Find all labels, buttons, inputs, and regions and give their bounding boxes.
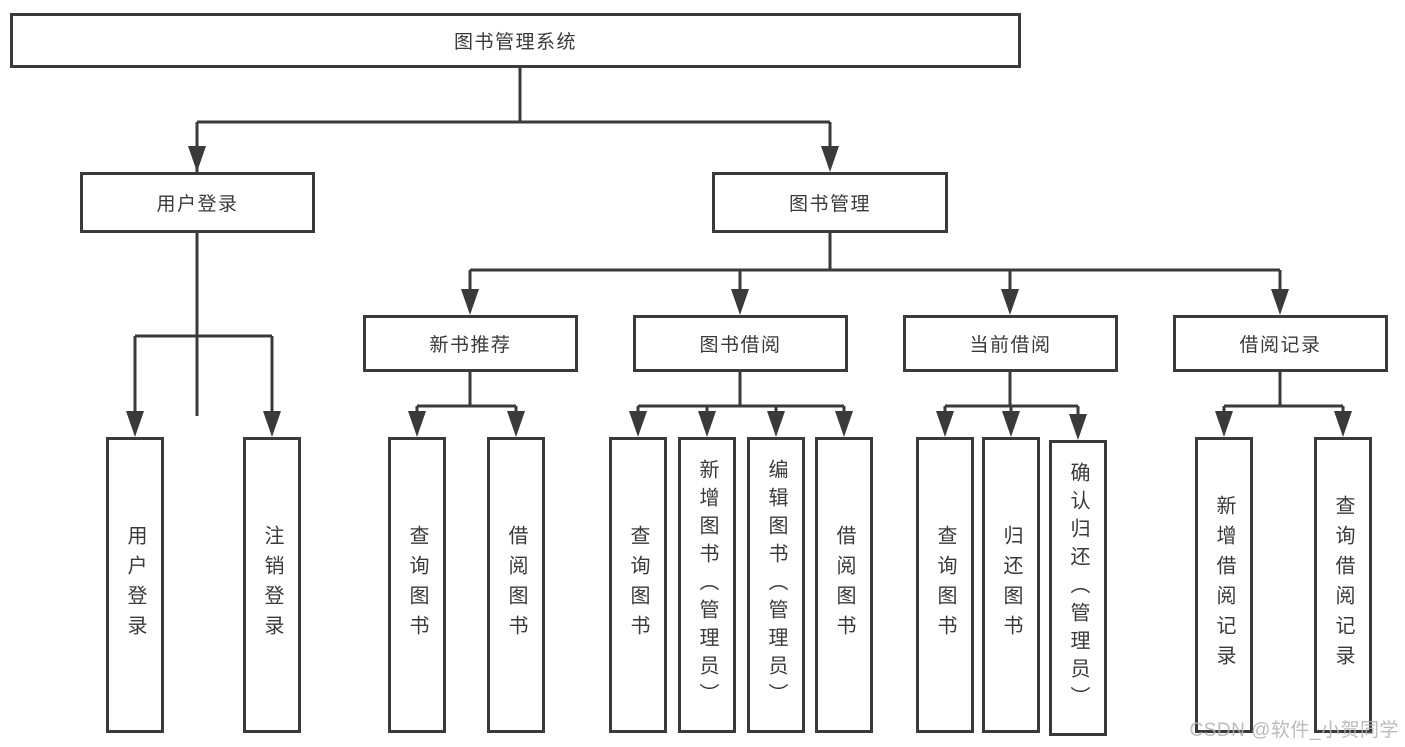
node-book-borrowing: 图书借阅 [633,315,848,372]
node-book-management: 图书管理 [712,172,948,233]
leaf-records-add-borrow-record: 新增借阅记录 [1195,437,1253,733]
node-label: 当前借阅 [969,335,1052,356]
arrowhead [507,411,525,437]
node-new-book-recommend: 新书推荐 [363,315,578,372]
leaf-user-login: 用户登录 [106,437,164,733]
arrowhead [936,411,954,437]
arrowhead [461,289,479,315]
arrowhead [188,146,206,172]
arrowhead [126,411,144,437]
arrowhead [629,411,647,437]
node-label: 新书推荐 [429,335,512,356]
leaf-borrowing-borrow-books: 借阅图书 [815,437,873,733]
node-label: 归还图书 [1000,525,1022,645]
leaf-current-query-books: 查询图书 [916,437,974,733]
node-label: 注销登录 [261,525,283,645]
arrowhead [408,411,426,437]
arrowhead [731,289,749,315]
leaf-current-return-books: 归还图书 [982,437,1040,733]
node-label: 用户登录 [156,194,239,215]
node-label: 借阅记录 [1239,335,1322,356]
node-label: 用户登录 [124,525,146,645]
node-label: 查询借阅记录 [1332,495,1354,675]
leaf-borrowing-add-book-admin: 新增图书（管理员） [678,437,736,733]
arrowhead [1334,411,1352,437]
arrowhead [1001,289,1019,315]
leaf-logout: 注销登录 [243,437,301,733]
node-borrowing-records: 借阅记录 [1173,315,1388,372]
connector-lines-2 [133,68,1345,416]
arrowheads [126,146,1352,440]
leaf-newbooks-borrow-books: 借阅图书 [487,437,545,733]
node-label: 编辑图书（管理员） [765,459,787,711]
arrowhead [835,411,853,437]
node-label: 借阅图书 [833,525,855,645]
arrowhead [767,411,785,437]
node-label: 查询图书 [406,525,428,645]
node-label: 借阅图书 [505,525,527,645]
arrowhead [698,411,716,437]
arrowhead [1002,411,1020,437]
leaf-newbooks-query-books: 查询图书 [388,437,446,733]
node-library-management-system: 图书管理系统 [10,13,1021,68]
node-current-borrowing: 当前借阅 [903,315,1118,372]
arrowhead [1271,289,1289,315]
node-label: 图书管理系统 [453,32,577,53]
node-user-login: 用户登录 [80,172,315,233]
arrowhead [1069,414,1087,440]
node-label: 查询图书 [627,525,649,645]
node-label: 确认归还（管理员） [1067,462,1089,714]
leaf-current-confirm-return-admin: 确认归还（管理员） [1049,440,1107,736]
arrowhead [821,146,839,172]
leaf-borrowing-query-books: 查询图书 [609,437,667,733]
node-label: 图书借阅 [699,335,782,356]
leaf-records-query-borrow-record: 查询借阅记录 [1314,437,1372,733]
node-label: 新增图书（管理员） [696,459,718,711]
arrowhead [1215,411,1233,437]
node-label: 新增借阅记录 [1213,495,1235,675]
leaf-borrowing-edit-book-admin: 编辑图书（管理员） [747,437,805,733]
node-label: 查询图书 [934,525,956,645]
arrowhead [263,411,281,437]
node-label: 图书管理 [788,194,871,215]
